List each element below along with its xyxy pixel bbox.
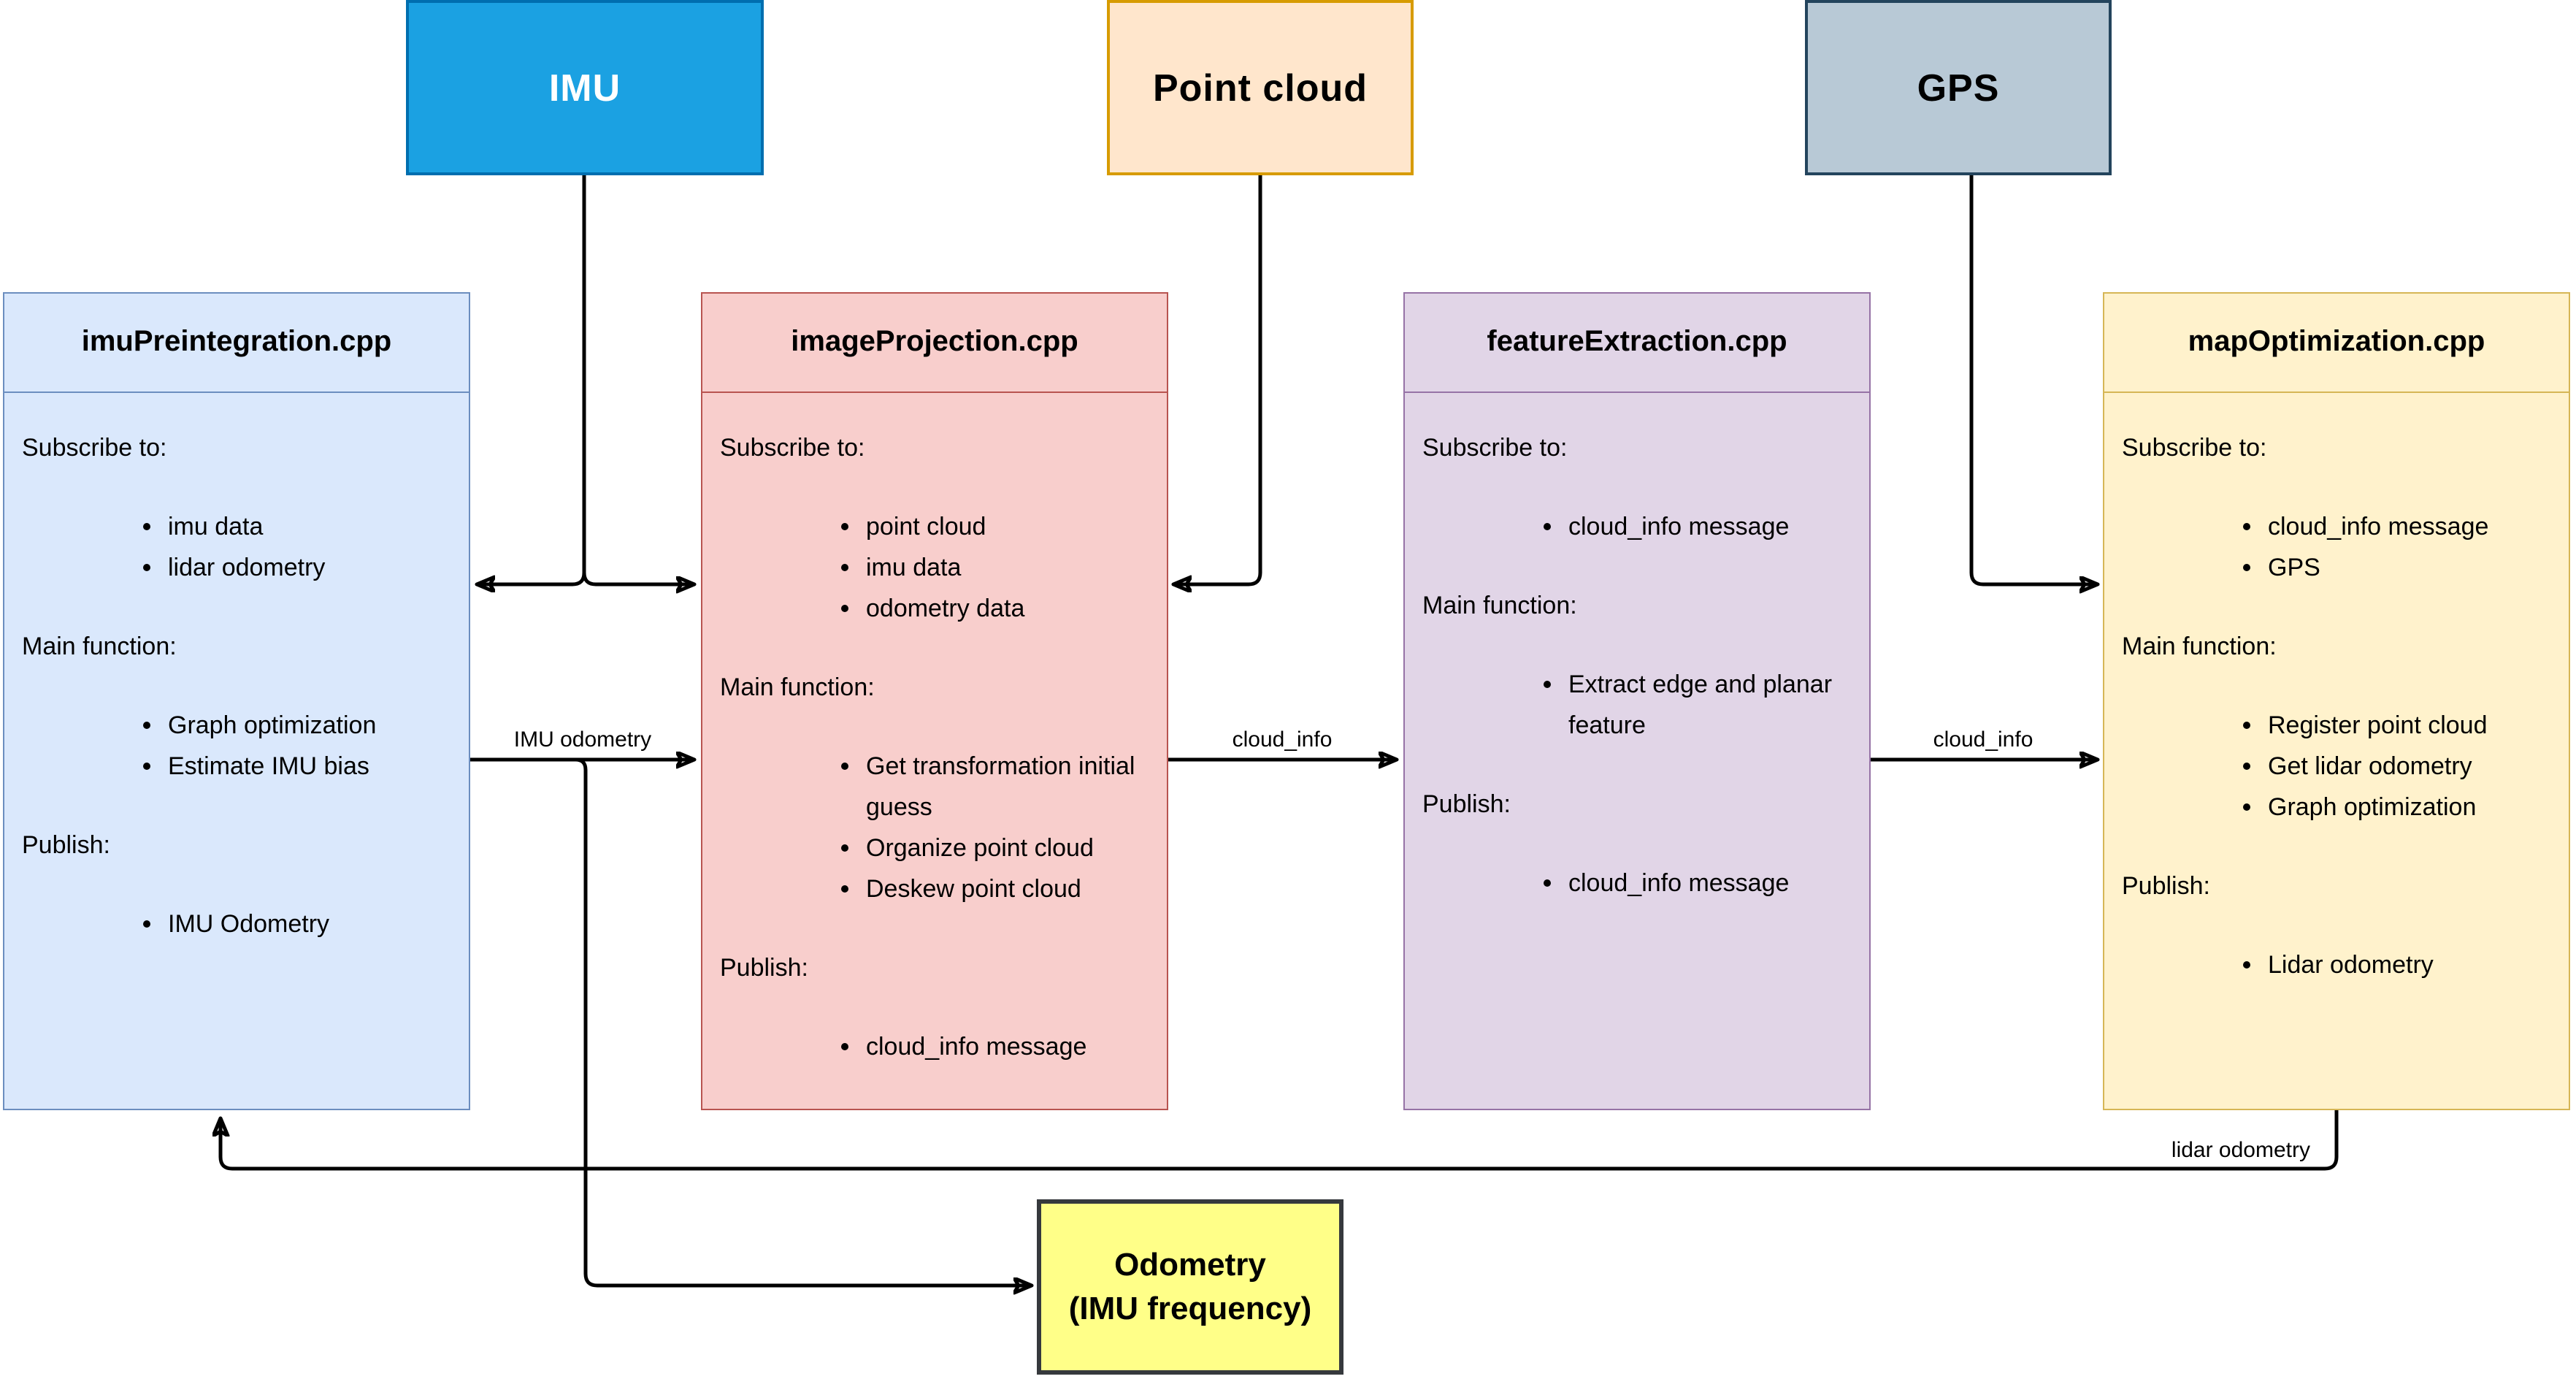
module-title: imageProjection.cpp bbox=[702, 294, 1167, 393]
edge-pointcloud-to-imageprojection bbox=[1174, 175, 1262, 584]
gps-source-label: GPS bbox=[1917, 65, 2000, 109]
list-item: Get transformation initial guess bbox=[866, 746, 1152, 828]
edge-label-cloud-info-1: cloud_info bbox=[1227, 727, 1337, 752]
section-heading: Publish: bbox=[720, 954, 808, 982]
imu-source-box: IMU bbox=[406, 0, 764, 175]
point-cloud-source-box: Point cloud bbox=[1107, 0, 1414, 175]
module-title: imuPreintegration.cpp bbox=[4, 294, 469, 393]
section-heading: Publish: bbox=[2122, 872, 2210, 900]
list-item: lidar odometry bbox=[168, 548, 454, 589]
module-body: Subscribe to: cloud_info message Main fu… bbox=[1405, 393, 1869, 904]
edge-label-cloud-info-2: cloud_info bbox=[1928, 727, 2038, 752]
section-heading: Main function: bbox=[1422, 592, 1577, 619]
bullet-list: IMU Odometry bbox=[22, 904, 454, 945]
section-heading: Main function: bbox=[22, 633, 177, 660]
module-imageprojection: imageProjection.cpp Subscribe to: point … bbox=[701, 292, 1168, 1110]
module-title: mapOptimization.cpp bbox=[2104, 294, 2569, 393]
imu-source-label: IMU bbox=[548, 65, 621, 109]
section-heading: Publish: bbox=[22, 831, 110, 859]
list-item: cloud_info message bbox=[1568, 863, 1855, 904]
section-heading: Subscribe to: bbox=[2122, 434, 2267, 462]
section-heading: Subscribe to: bbox=[720, 434, 865, 462]
list-item: Estimate IMU bias bbox=[168, 746, 454, 787]
bullet-list: cloud_info message bbox=[720, 1027, 1152, 1068]
edge-imu-to-imageprojection bbox=[582, 572, 694, 584]
bullet-list: cloud_info message bbox=[1422, 507, 1855, 548]
list-item: cloud_info message bbox=[866, 1027, 1152, 1068]
edge-lidar-odometry-feedback bbox=[221, 1110, 2339, 1171]
list-item: imu data bbox=[866, 548, 1152, 589]
bullet-list: Graph optimization Estimate IMU bias bbox=[22, 706, 454, 787]
list-item: Extract edge and planar feature bbox=[1568, 665, 1855, 746]
module-body: Subscribe to: point cloud imu data odome… bbox=[702, 393, 1167, 1068]
module-mapoptimization: mapOptimization.cpp Subscribe to: cloud_… bbox=[2103, 292, 2570, 1110]
list-item: GPS bbox=[2268, 548, 2554, 589]
list-item: Lidar odometry bbox=[2268, 945, 2554, 986]
section-heading: Main function: bbox=[2122, 633, 2277, 660]
odometry-output-box: Odometry (IMU frequency) bbox=[1037, 1199, 1343, 1375]
edge-imu-to-imupreintegration bbox=[478, 572, 586, 584]
bullet-list: point cloud imu data odometry data bbox=[720, 507, 1152, 630]
list-item: Get lidar odometry bbox=[2268, 746, 2554, 787]
bullet-list: Lidar odometry bbox=[2122, 945, 2554, 986]
list-item: odometry data bbox=[866, 589, 1152, 630]
edge-imu-odometry-branch-to-output bbox=[575, 757, 1031, 1286]
section-heading: Main function: bbox=[720, 673, 875, 701]
section-heading: Publish: bbox=[1422, 790, 1511, 818]
gps-source-box: GPS bbox=[1805, 0, 2112, 175]
module-featureextraction: featureExtraction.cpp Subscribe to: clou… bbox=[1403, 292, 1871, 1110]
list-item: Register point cloud bbox=[2268, 706, 2554, 746]
list-item: imu data bbox=[168, 507, 454, 548]
module-title: featureExtraction.cpp bbox=[1405, 294, 1869, 393]
list-item: cloud_info message bbox=[1568, 507, 1855, 548]
section-heading: Subscribe to: bbox=[1422, 434, 1568, 462]
module-body: Subscribe to: imu data lidar odometry Ma… bbox=[4, 393, 469, 945]
list-item: Deskew point cloud bbox=[866, 869, 1152, 910]
bullet-list: Get transformation initial guess Organiz… bbox=[720, 746, 1152, 910]
edge-gps-to-mapoptimization bbox=[1969, 175, 2097, 584]
edge-label-imu-odometry: IMU odometry bbox=[509, 727, 656, 752]
list-item: point cloud bbox=[866, 507, 1152, 548]
bullet-list: imu data lidar odometry bbox=[22, 507, 454, 589]
bullet-list: cloud_info message bbox=[1422, 863, 1855, 904]
section-heading: Subscribe to: bbox=[22, 434, 167, 462]
edge-label-lidar-odometry: lidar odometry bbox=[2166, 1138, 2315, 1163]
bullet-list: Register point cloud Get lidar odometry … bbox=[2122, 706, 2554, 828]
list-item: Organize point cloud bbox=[866, 828, 1152, 869]
list-item: Graph optimization bbox=[168, 706, 454, 746]
odometry-output-line2: (IMU frequency) bbox=[1068, 1290, 1312, 1326]
module-imupreintegration: imuPreintegration.cpp Subscribe to: imu … bbox=[3, 292, 470, 1110]
bullet-list: Extract edge and planar feature bbox=[1422, 665, 1855, 746]
list-item: cloud_info message bbox=[2268, 507, 2554, 548]
point-cloud-source-label: Point cloud bbox=[1152, 65, 1368, 109]
module-body: Subscribe to: cloud_info message GPS Mai… bbox=[2104, 393, 2569, 986]
bullet-list: cloud_info message GPS bbox=[2122, 507, 2554, 589]
list-item: Graph optimization bbox=[2268, 787, 2554, 828]
list-item: IMU Odometry bbox=[168, 904, 454, 945]
odometry-output-line1: Odometry bbox=[1114, 1246, 1266, 1283]
